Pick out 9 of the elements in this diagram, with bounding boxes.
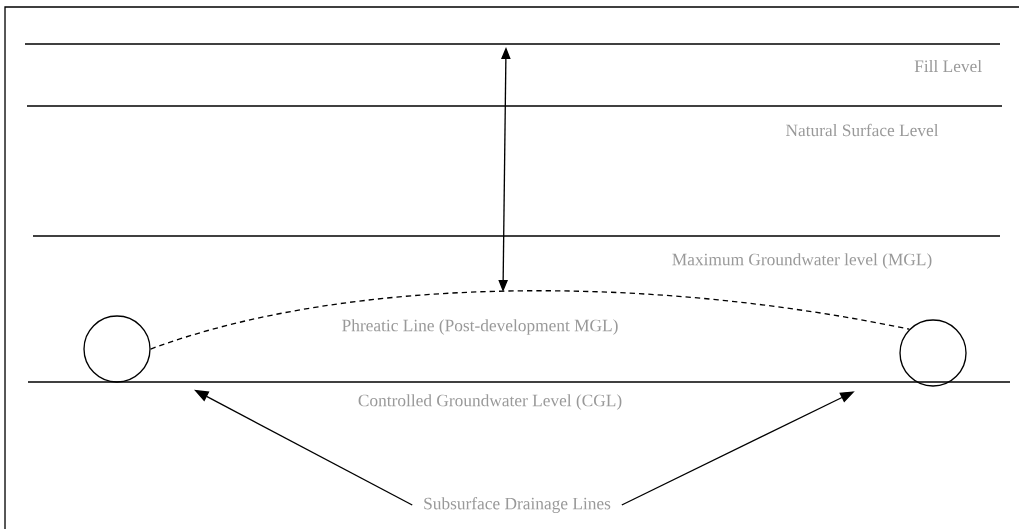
pipe-circle <box>83 315 151 383</box>
level-label: Natural Surface Level <box>786 123 939 137</box>
level-label: Phreatic Line (Post-development MGL) <box>342 319 618 335</box>
level-label: Maximum Groundwater level (MGL) <box>672 253 932 269</box>
drain-label: Subsurface Drainage Lines <box>424 497 611 513</box>
level-label: Fill Level <box>914 59 982 73</box>
level-label: Controlled Groundwater Level (CGL) <box>358 394 622 410</box>
phreatic-curve <box>150 290 910 350</box>
pipe-circle <box>899 319 967 387</box>
